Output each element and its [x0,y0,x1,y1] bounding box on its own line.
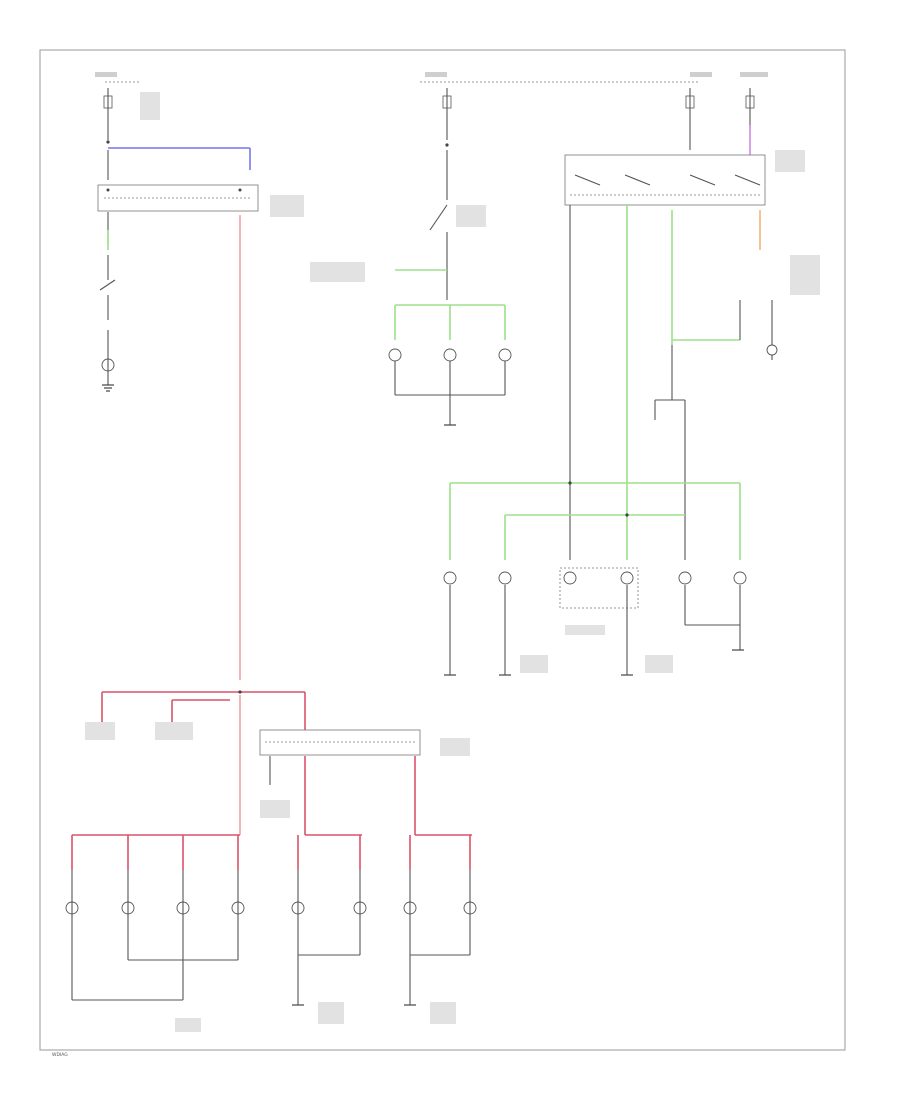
left-power-section [97,81,259,392]
small-labels [85,72,820,1032]
ground-symbols [292,424,744,1006]
diagram-border [39,49,846,1051]
combination-switch [564,88,766,250]
right-green-buses [449,481,741,560]
footer-code: WDIAG [52,1052,68,1058]
left-distribution [101,690,421,835]
right-lamp-row [443,567,747,675]
rear-lamp-bank [65,834,477,1005]
center-section [388,81,700,425]
